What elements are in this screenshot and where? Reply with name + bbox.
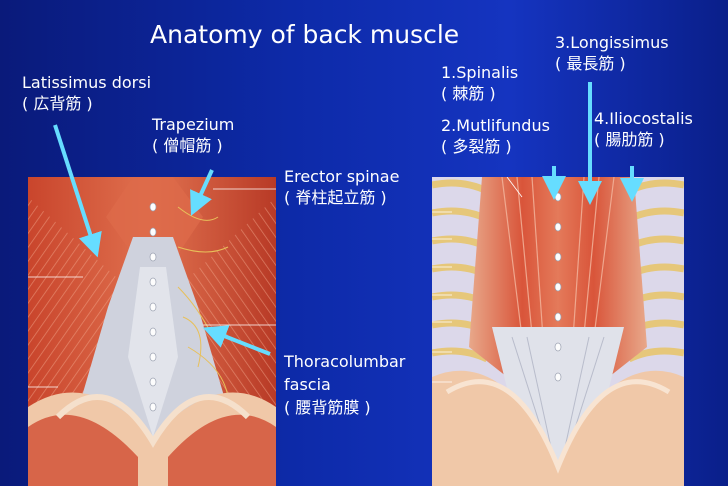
label-iliocostalis: 4.Iliocostalis ( 腸肋筋 ) (594, 108, 693, 150)
longissimus-name: 3.Longissimus (555, 33, 669, 52)
slide-title: Anatomy of back muscle (150, 20, 460, 49)
pelvis-skin-right (432, 370, 684, 486)
fascia-shine (128, 267, 178, 437)
latissimus-japanese: ( 広背筋 ) (22, 94, 93, 113)
thoraco-name-1: Thoracolumbar (284, 352, 406, 371)
label-erector-spinae: Erector spinae ( 脊柱起立筋 ) (284, 166, 399, 208)
spinalis-japanese: ( 棘筋 ) (441, 84, 496, 103)
iliocostalis-japanese: ( 腸肋筋 ) (594, 130, 665, 149)
label-longissimus: 3.Longissimus ( 最長筋 ) (555, 32, 669, 74)
label-spinalis: 1.Spinalis ( 棘筋 ) (441, 62, 518, 104)
iliocostalis-name: 4.Iliocostalis (594, 109, 693, 128)
latissimus-arrow (53, 124, 102, 258)
spinalis-name: 1.Spinalis (441, 63, 519, 82)
latissimus-name: Latissimus dorsi (22, 73, 152, 92)
label-leader-lines-left (28, 188, 276, 388)
pelvis-rim-right (445, 379, 671, 474)
vertebra-dots-left (149, 202, 157, 412)
label-trapezium: Trapezium ( 僧帽筋 ) (152, 114, 234, 156)
gluteal-muscle-left (28, 414, 138, 486)
label-multifidus: 2.Mutlifundus ( 多裂筋 ) (441, 115, 550, 157)
label-thoracolumbar-fascia: Thoracolumbar fascia ( 腰背筋膜 ) (284, 350, 405, 419)
multifidus-name: 2.Mutlifundus (441, 116, 550, 135)
thoraco-japanese: ( 腰背筋膜 ) (284, 398, 371, 417)
gluteal-muscle-right (168, 414, 276, 486)
longissimus-japanese: ( 最長筋 ) (555, 54, 626, 73)
trapezium-japanese: ( 僧帽筋 ) (152, 136, 223, 155)
deep-back-muscles-illustration (432, 177, 684, 486)
label-leader-lines-right (432, 177, 523, 383)
trapezium-arrow (190, 169, 214, 216)
erector-name: Erector spinae (284, 167, 400, 186)
thoracolumbar-arrow (202, 325, 271, 356)
thoraco-name-2: fascia (284, 375, 331, 394)
pelvis-outline (55, 394, 251, 448)
erector-japanese: ( 脊柱起立筋 ) (284, 188, 387, 207)
trapezium-name: Trapezium (152, 115, 235, 134)
label-latissimus-dorsi: Latissimus dorsi ( 広背筋 ) (22, 72, 151, 114)
multifidus-japanese: ( 多裂筋 ) (441, 137, 512, 156)
superficial-back-muscles-illustration (28, 177, 276, 486)
